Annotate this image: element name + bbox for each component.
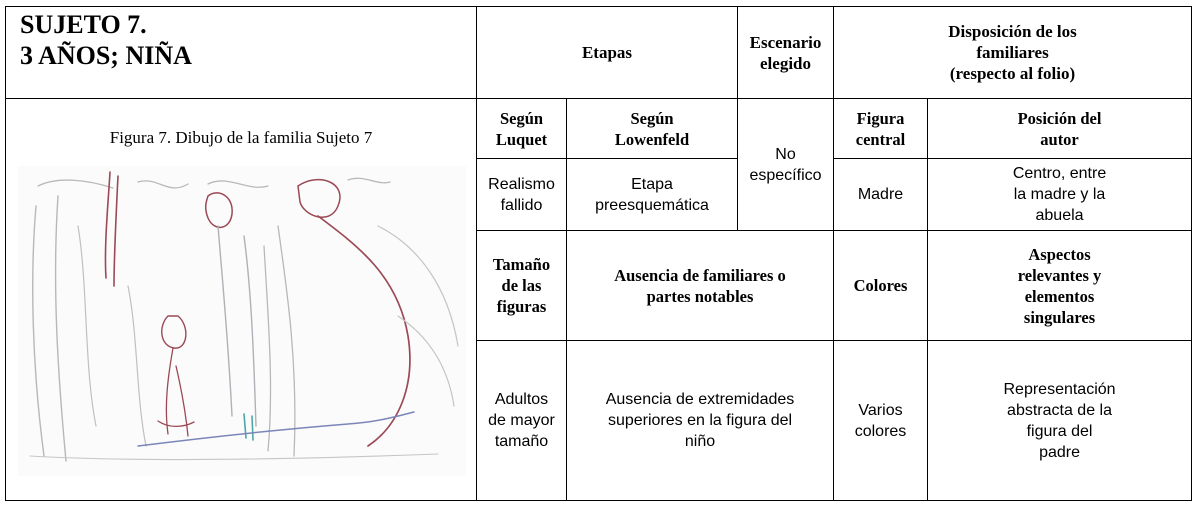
header-aspectos-line4: singulares <box>1023 307 1096 327</box>
luquet-value-line2: fallido <box>500 196 543 214</box>
drawing-stroke <box>37 177 391 189</box>
colores-value: Varios colores <box>833 340 929 501</box>
header-tamano-line1: Tamaño <box>492 255 551 274</box>
ausencia-value-line2: superiores en la figura del <box>607 412 793 429</box>
header-ausencia-line2: partes notables <box>646 286 754 306</box>
header-posicion-autor: Posición del autor <box>927 98 1193 159</box>
aspectos-value: Representación abstracta de la figura de… <box>927 340 1193 501</box>
posicion-value-line1: Centro, entre <box>1012 165 1107 182</box>
header-aspectos-line1: Aspectos <box>1028 244 1091 264</box>
header-ausencia: Ausencia de familiares o partes notables <box>565 230 835 341</box>
header-disposicion: Disposición de los familiares (respecto … <box>833 6 1193 99</box>
drawing-stroke <box>32 195 67 462</box>
header-etapas: Etapas <box>475 6 739 99</box>
drawing-stroke <box>377 225 459 407</box>
header-tamano-line2: de las <box>501 276 542 295</box>
header-disposicion-line1: Disposición de los <box>948 22 1077 41</box>
drawing-stroke <box>317 215 411 447</box>
drawing-stroke <box>263 225 296 457</box>
header-luquet-line1: Según <box>499 108 544 128</box>
header-ausencia-line1: Ausencia de familiares o <box>614 265 786 285</box>
posicion-value-line3: abuela <box>1035 207 1084 224</box>
figura-central-value: Madre <box>833 158 929 231</box>
header-posicion-line2: autor <box>1040 129 1079 149</box>
subject-title-line2: 3 AÑOS; NIÑA <box>20 41 192 70</box>
header-luquet-line2: Luquet <box>495 129 548 149</box>
posicion-autor-value: Centro, entre la madre y la abuela <box>927 158 1193 231</box>
tamano-value-line1: Adultos <box>494 391 549 408</box>
header-tamano-line3: figuras <box>496 297 547 316</box>
aspectos-value-line1: Representación <box>1003 380 1116 398</box>
escenario-value-line2: específico <box>749 166 822 184</box>
header-aspectos: Aspectos relevantes y elementos singular… <box>927 230 1193 341</box>
drawing-stroke <box>204 192 233 228</box>
drawing-stroke <box>104 171 119 287</box>
aspectos-value-line4: padre <box>1039 443 1080 461</box>
aspectos-value-line2: abstracta de la <box>1007 401 1112 419</box>
family-drawing-image <box>18 166 466 476</box>
ausencia-value-line3: niño <box>684 433 716 450</box>
header-escenario: Escenario elegido <box>737 6 835 99</box>
drawing-stroke <box>157 420 195 428</box>
colores-value-line2: colores <box>854 422 907 440</box>
family-drawing-analysis-table: SUJETO 7. 3 AÑOS; NIÑA Etapas Escenario … <box>5 6 1193 501</box>
ausencia-value-line1: Ausencia de extremidades <box>605 391 795 408</box>
subject-title-line1: SUJETO 7. <box>20 10 147 39</box>
escenario-value: No específico <box>737 98 835 231</box>
tamano-value-line3: tamaño <box>494 433 549 450</box>
header-aspectos-line3: elementos <box>1024 286 1095 306</box>
colores-value-line1: Varios <box>858 401 903 419</box>
figure-cell: Figura 7. Dibujo de la familia Sujeto 7 <box>5 98 477 501</box>
escenario-value-line1: No <box>775 145 796 163</box>
header-lowenfeld: Según Lowenfeld <box>565 98 739 159</box>
header-luquet: Según Luquet <box>476 98 567 159</box>
subject-title: SUJETO 7. 3 AÑOS; NIÑA <box>5 6 477 99</box>
drawing-stroke <box>297 178 341 218</box>
tamano-value-line2: de mayor <box>488 412 555 429</box>
header-disposicion-line3: (respecto al folio) <box>949 64 1076 83</box>
drawing-stroke <box>217 225 257 427</box>
drawing-stroke <box>29 453 439 461</box>
drawing-stroke <box>77 225 147 447</box>
header-figura-central-line1: Figura <box>856 108 905 128</box>
header-aspectos-line2: relevantes y <box>1017 265 1102 285</box>
header-figura-central: Figura central <box>833 98 929 159</box>
ausencia-value: Ausencia de extremidades superiores en l… <box>565 340 835 501</box>
header-disposicion-line2: familiares <box>976 43 1049 62</box>
lowenfeld-value-line1: Etapa <box>631 175 673 193</box>
lowenfeld-value-line2: preesquemática <box>595 196 709 214</box>
lowenfeld-value: Etapa preesquemática <box>565 158 739 231</box>
figure-caption: Figura 7. Dibujo de la familia Sujeto 7 <box>109 128 373 147</box>
drawing-stroke <box>137 411 415 447</box>
posicion-value-line2: la madre y la <box>1013 186 1106 203</box>
luquet-value: Realismo fallido <box>476 158 567 231</box>
aspectos-value-line3: figura del <box>1026 422 1093 440</box>
header-lowenfeld-line2: Lowenfeld <box>614 129 690 149</box>
drawing-stroke <box>161 315 187 349</box>
header-lowenfeld-line1: Según <box>630 108 674 128</box>
header-posicion-line1: Posición del <box>1017 108 1102 128</box>
tamano-value: Adultos de mayor tamaño <box>476 340 567 501</box>
header-figura-central-line2: central <box>855 129 906 149</box>
header-colores: Colores <box>833 230 929 341</box>
luquet-value-line1: Realismo <box>488 175 555 193</box>
header-tamano: Tamaño de las figuras <box>476 230 567 341</box>
